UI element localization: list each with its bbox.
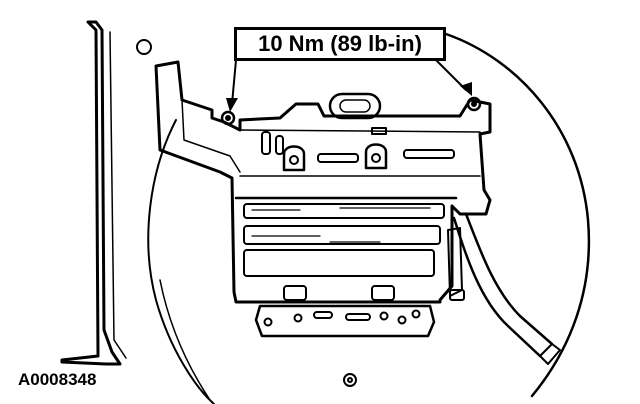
bolt-right xyxy=(466,96,482,112)
bracket-fold-line xyxy=(181,99,241,173)
top-oval-slot xyxy=(328,92,382,120)
left-panel-edge xyxy=(109,31,127,359)
plate-hole-1 xyxy=(263,317,273,327)
clip-left-hole xyxy=(289,155,299,165)
bottom-plate xyxy=(254,304,436,338)
clip-slot-left-2 xyxy=(275,135,284,155)
unit-slot-1 xyxy=(243,203,445,219)
panel-hole xyxy=(136,39,152,55)
clip-slot-left xyxy=(261,131,271,155)
leader-line-right xyxy=(435,59,467,91)
leader-line-left xyxy=(231,59,237,105)
figure-id-label: A0008348 xyxy=(18,370,97,389)
plate-slot-2 xyxy=(313,311,333,319)
left-panel xyxy=(60,20,122,366)
plate-hole-4 xyxy=(397,315,407,325)
unit-slot-2 xyxy=(243,225,441,245)
wheel-well-outline xyxy=(444,32,591,398)
plate-hole-2 xyxy=(293,313,303,323)
unit-tab-right xyxy=(371,285,395,301)
bracket-top-edge xyxy=(239,129,481,133)
bottom-hole-center xyxy=(347,377,353,383)
center-slot xyxy=(317,153,359,163)
bottom-hole xyxy=(343,373,357,387)
small-marker xyxy=(371,127,387,135)
torque-callout: 10 Nm (89 lb-in) xyxy=(234,27,446,61)
inner-panel-curve xyxy=(147,119,215,404)
plate-hole-5 xyxy=(411,309,421,319)
bolt-left-center xyxy=(225,115,231,121)
connector xyxy=(447,227,463,297)
bolt-left xyxy=(220,110,236,126)
clip-left xyxy=(282,145,306,172)
bolt-right-center xyxy=(471,101,477,107)
unit-tab-left xyxy=(283,285,307,301)
plate-hole-3 xyxy=(379,311,389,321)
clip-right-hole xyxy=(371,153,381,163)
unit-slot-2-detail xyxy=(251,235,381,243)
cable-inner xyxy=(452,216,542,358)
cable-outer xyxy=(464,212,554,346)
lower-curve xyxy=(159,279,211,401)
right-slot xyxy=(403,149,455,159)
unit-slot-1-detail xyxy=(251,207,431,211)
connector-plug xyxy=(449,289,465,301)
leader-arrow-right xyxy=(460,82,472,96)
leader-arrow-left xyxy=(226,98,238,112)
cable-end xyxy=(539,343,561,365)
clip-right xyxy=(364,143,388,170)
plate-slot xyxy=(345,313,371,321)
top-oval-slot-inner xyxy=(339,99,371,113)
torque-callout-text: 10 Nm (89 lb-in) xyxy=(258,31,422,56)
bracket-outline xyxy=(154,60,492,304)
unit-slot-3 xyxy=(243,249,435,277)
